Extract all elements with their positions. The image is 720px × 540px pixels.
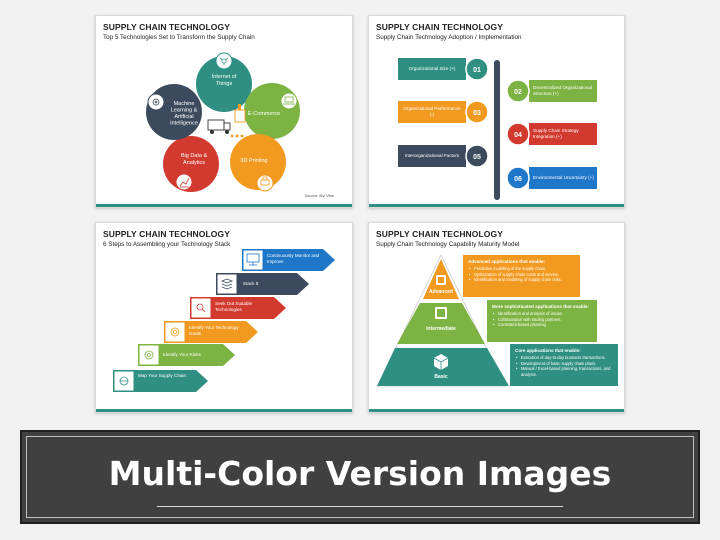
step-arrow-3 — [164, 321, 258, 343]
slide-subtitle: 6 Steps to Assembling your Technology St… — [103, 241, 231, 248]
banner-underline — [157, 506, 563, 507]
adoption-label-03: Organizational Performance (-) — [403, 106, 461, 117]
basic-bullet: Execution of day-to-day business transac… — [515, 355, 613, 361]
petal-label-3d-printing: 3D Printing — [240, 158, 267, 164]
adoption-num-06: 06 — [514, 176, 522, 183]
petal-label-big-data: Big Data &Analytics — [181, 153, 208, 166]
petal-iot — [196, 56, 252, 112]
basic-bullet: Development of basic supply chain plans. — [515, 361, 613, 367]
adoption-label-04: Supply Chain Strategy Integration (+) — [533, 128, 579, 139]
gear-warning-icon — [144, 350, 154, 360]
step-arrow-5 — [216, 273, 309, 295]
maturity-pyramid-diagram: Advanced Intermediate Basic — [376, 254, 618, 388]
step-arrow-6 — [242, 249, 335, 271]
slide-title: SUPPLY CHAIN TECHNOLOGY — [103, 22, 230, 32]
adoption-label-02: Decentralized Organizational Structure (… — [533, 85, 592, 96]
advanced-bullet: Optimization of supply chain costs and s… — [468, 272, 575, 278]
adoption-box-02 — [529, 80, 597, 102]
advanced-heading: Advanced applications that enable: — [468, 259, 546, 264]
stack-layers-icon — [220, 278, 234, 290]
slide-title: SUPPLY CHAIN TECHNOLOGY — [376, 229, 503, 239]
step-label-6: Continuously Monitor and Improve — [267, 253, 320, 264]
stack-steps-diagram — [113, 249, 335, 392]
adoption-box-05 — [398, 145, 466, 167]
adoption-box-01 — [398, 58, 466, 80]
adoption-label-01: Organizational Size (+) — [408, 66, 456, 72]
version-banner: Multi-Color Version Images — [20, 430, 700, 524]
pyramid-tier-intermediate — [397, 303, 485, 344]
monitor-icon — [246, 253, 260, 266]
truck-factory-icon — [207, 104, 246, 138]
adoption-num-02: 02 — [514, 89, 522, 96]
step-label-4: Seek Out Suitable Technologies — [215, 301, 253, 312]
step-label-5: Stack It — [243, 281, 259, 286]
basic-desc: Core applications that enable: Execution… — [510, 345, 618, 380]
adoption-num-01: 01 — [473, 67, 481, 74]
slide-subtitle: Supply Chain Technology Adoption / Imple… — [376, 34, 522, 41]
analytics-chart-icon — [179, 177, 190, 188]
adoption-num-03: 03 — [473, 110, 481, 117]
adoption-box-06 — [529, 167, 597, 189]
intermediate-heading: More sophisticated applications that ena… — [492, 304, 589, 309]
petal-label-ecommerce: E-Commerce — [248, 111, 280, 117]
slide-thumbnail-1[interactable]: SUPPLY CHAIN TECHNOLOGY Top 5 Technologi… — [95, 15, 353, 208]
banner-frame: Multi-Color Version Images — [26, 436, 694, 518]
slide-title: SUPPLY CHAIN TECHNOLOGY — [103, 229, 230, 239]
intermediate-bullet: Identification and analysis of issues. — [492, 311, 592, 317]
slide-thumbnail-4[interactable]: SUPPLY CHAIN TECHNOLOGY Supply Chain Tec… — [368, 222, 625, 413]
banner-title: Multi-Color Version Images — [108, 453, 612, 493]
adoption-num-05: 05 — [473, 154, 481, 161]
advanced-bullet: Predictive modeling of the supply chain. — [468, 266, 575, 272]
source-note: Source: Biz Vibe — [304, 193, 335, 198]
tier-label-basic: Basic — [434, 374, 448, 380]
step-arrow-1 — [113, 370, 208, 392]
slide-subtitle: Supply Chain Technology Capability Matur… — [376, 241, 520, 248]
timeline-spine — [494, 60, 500, 200]
basic-heading: Core applications that enable: — [515, 348, 581, 353]
box-icon — [433, 354, 449, 370]
advanced-bullet: Identification and modeling of supply ch… — [468, 277, 575, 283]
step-arrow-2 — [138, 344, 235, 366]
adoption-label-06: Environmental Uncertainty (+) — [533, 175, 594, 181]
step-label-3: Identify Your Technology Goals — [189, 325, 239, 336]
brain-gear-icon — [152, 98, 160, 106]
printer-icon — [260, 176, 270, 186]
tier-label-intermediate: Intermediate — [426, 326, 456, 332]
iot-icon — [219, 57, 229, 65]
basic-bullet: Manual / Excel-based planning, transacti… — [515, 366, 613, 377]
network-map-icon — [119, 376, 129, 386]
adoption-box-04 — [529, 123, 597, 145]
intermediate-desc: More sophisticated applications that ena… — [487, 301, 597, 331]
slide-thumbnail-2[interactable]: SUPPLY CHAIN TECHNOLOGY Supply Chain Tec… — [368, 15, 625, 208]
adoption-num-04: 04 — [514, 132, 522, 139]
slide-title: SUPPLY CHAIN TECHNOLOGY — [376, 22, 503, 32]
petal-3d-printing — [230, 134, 286, 190]
cubes-icon — [436, 275, 446, 285]
laptop-cart-icon — [283, 96, 295, 105]
tier-label-advanced: Advanced — [429, 289, 453, 295]
adoption-timeline-diagram: 01 02 03 04 05 06 — [398, 57, 597, 200]
intermediate-bullet: Collaboration with trading partners. — [492, 317, 592, 323]
intermediate-bullet: Constraint-based planning. — [492, 322, 592, 328]
step-label-1: Map Your Supply Chain — [138, 373, 187, 378]
boxes-icon — [435, 307, 447, 319]
target-gear-icon — [170, 327, 180, 337]
advanced-desc: Advanced applications that enable: Predi… — [463, 256, 580, 286]
search-tech-icon — [196, 303, 206, 313]
slide-thumbnail-3[interactable]: SUPPLY CHAIN TECHNOLOGY 6 Steps to Assem… — [95, 222, 353, 413]
adoption-box-03 — [398, 101, 466, 123]
adoption-label-05: Interorganizational Factors — [404, 153, 460, 159]
step-arrow-4 — [190, 297, 286, 319]
step-label-2: Identify Your Risks — [163, 352, 201, 357]
slide-subtitle: Top 5 Technologies Set to Transform the … — [103, 34, 255, 41]
